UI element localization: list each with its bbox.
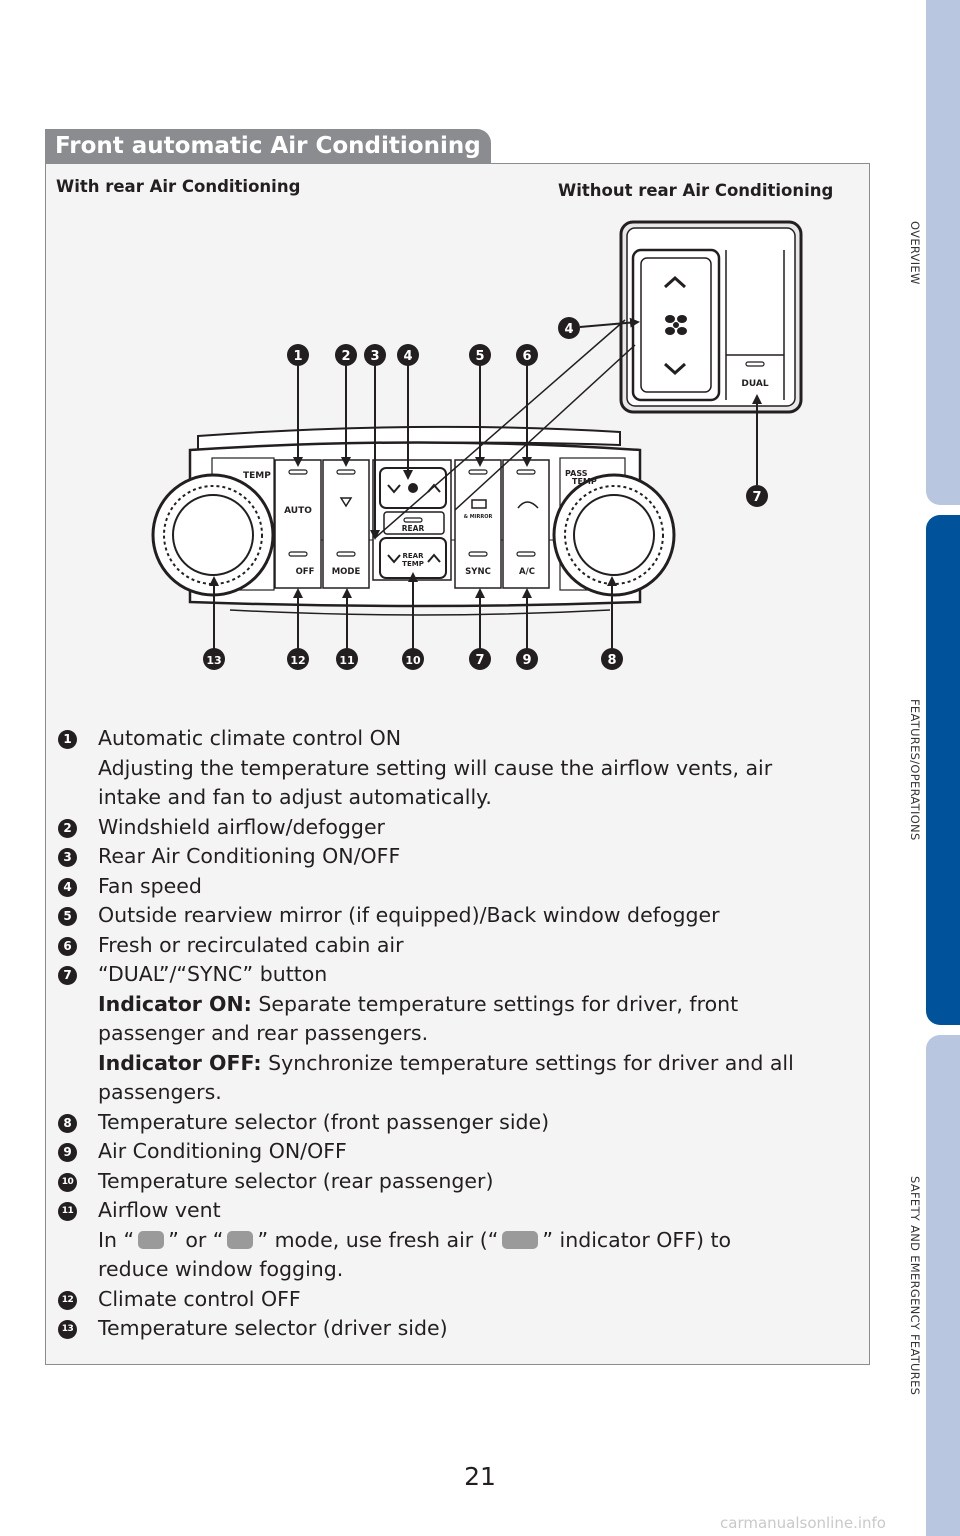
list-item: In “” or “” mode, use fresh air (“” indi…	[98, 1227, 732, 1252]
svg-text:5: 5	[475, 349, 484, 364]
callout-8: 8	[601, 648, 623, 670]
defrost-mode-icon	[227, 1230, 254, 1249]
features-operations-tab-label: FEATURES/OPERATIONS	[908, 699, 922, 841]
svg-text:3: 3	[370, 349, 379, 364]
mirror-label: & MIRROR	[464, 514, 493, 520]
callout-6: 6	[516, 344, 538, 366]
section-title: Front automatic Air Conditioning	[45, 129, 491, 163]
callout-9: 9	[516, 648, 538, 670]
off-label: OFF	[296, 567, 315, 577]
svg-text:7: 7	[475, 653, 484, 668]
recirculate-icon	[517, 501, 539, 509]
svg-text:8: 8	[607, 653, 616, 668]
list-item: Indicator OFF: Synchronize temperature s…	[98, 1050, 794, 1075]
callouts: 1 2 3 4 5 6 13 12 11 10 7 9 8 4 7	[203, 317, 768, 670]
overview-tab[interactable]	[926, 0, 960, 505]
fan-icon-main	[408, 483, 418, 493]
list-item: passenger and rear passengers.	[98, 1021, 429, 1045]
list-item: Indicator ON: Separate temperature setti…	[98, 991, 739, 1016]
callout-3: 3	[364, 344, 386, 366]
recirculate-indicator-icon	[502, 1230, 539, 1249]
callout-2: 2	[335, 344, 357, 366]
auto-label: AUTO	[284, 506, 312, 516]
svg-text:13: 13	[206, 654, 221, 667]
callout-4: 4	[397, 344, 419, 366]
ac-label: A/C	[519, 567, 535, 577]
rear-temp-label-2: TEMP	[402, 560, 424, 568]
svg-text:10: 10	[405, 654, 421, 667]
svg-text:7: 7	[752, 490, 761, 505]
callout-10: 10	[402, 648, 424, 670]
svg-text:4: 4	[403, 349, 412, 364]
inset-panel: DUAL	[619, 220, 803, 414]
main-panel: TEMP PASS TEMP AUTO OFF MODE & MIRROR SY…	[151, 425, 676, 616]
passenger-temp-knob[interactable]	[552, 473, 676, 597]
svg-text:11: 11	[339, 654, 354, 667]
temp-label: TEMP	[243, 471, 271, 481]
indicator-off-label: Indicator OFF:	[98, 1050, 262, 1075]
fan-icon	[665, 315, 687, 335]
svg-text:1: 1	[293, 349, 302, 364]
defrost-icon	[339, 497, 353, 508]
callout-inset-7: 7	[746, 485, 768, 507]
callout-5: 5	[469, 344, 491, 366]
safety-tab-label: SAFETY AND EMERGENCY FEATURES	[908, 1175, 922, 1396]
pass-temp-label-2: TEMP	[572, 477, 597, 486]
page-number: 21	[464, 1462, 496, 1491]
svg-text:9: 9	[522, 653, 531, 668]
list-item: reduce window fogging.	[98, 1257, 344, 1281]
indicator-on-label: Indicator ON:	[98, 991, 252, 1016]
rear-temp-label-1: REAR	[403, 552, 425, 560]
watermark: carmanualsonline.info	[720, 1514, 886, 1532]
subtitle-with-rear: With rear Air Conditioning	[56, 177, 301, 196]
safety-tab[interactable]	[926, 1035, 960, 1536]
svg-text:2: 2	[341, 349, 350, 364]
callout-11: 11	[336, 648, 358, 670]
dual-label: DUAL	[741, 379, 768, 389]
svg-text:4: 4	[564, 322, 573, 337]
pass-temp-label-1: PASS	[565, 469, 588, 478]
subtitle-without-rear: Without rear Air Conditioning	[558, 181, 834, 200]
list-item: Adjusting the temperature setting will c…	[98, 755, 773, 780]
callout-1: 1	[287, 344, 309, 366]
list-item: passengers.	[98, 1080, 222, 1104]
mode-label: MODE	[332, 567, 361, 577]
callout-inset-4: 4	[558, 317, 580, 339]
rear-label: REAR	[402, 524, 425, 533]
callout-13: 13	[203, 648, 225, 670]
overview-tab-label: OVERVIEW	[908, 220, 922, 285]
callout-7: 7	[469, 648, 491, 670]
features-operations-tab[interactable]	[926, 515, 960, 1025]
list-item: 7“DUAL”/“SYNC” button	[58, 960, 858, 990]
list-item: intake and fan to adjust automatically.	[98, 785, 492, 809]
climate-control-diagram: DUAL TEMP PASS TEMP	[151, 220, 803, 670]
svg-text:12: 12	[290, 654, 305, 667]
vent-mode-icon	[138, 1230, 165, 1249]
callout-12: 12	[287, 648, 309, 670]
rear-defog-icon	[471, 499, 487, 509]
sync-label: SYNC	[465, 567, 491, 577]
svg-text:6: 6	[522, 349, 531, 364]
driver-temp-knob[interactable]	[151, 473, 275, 597]
